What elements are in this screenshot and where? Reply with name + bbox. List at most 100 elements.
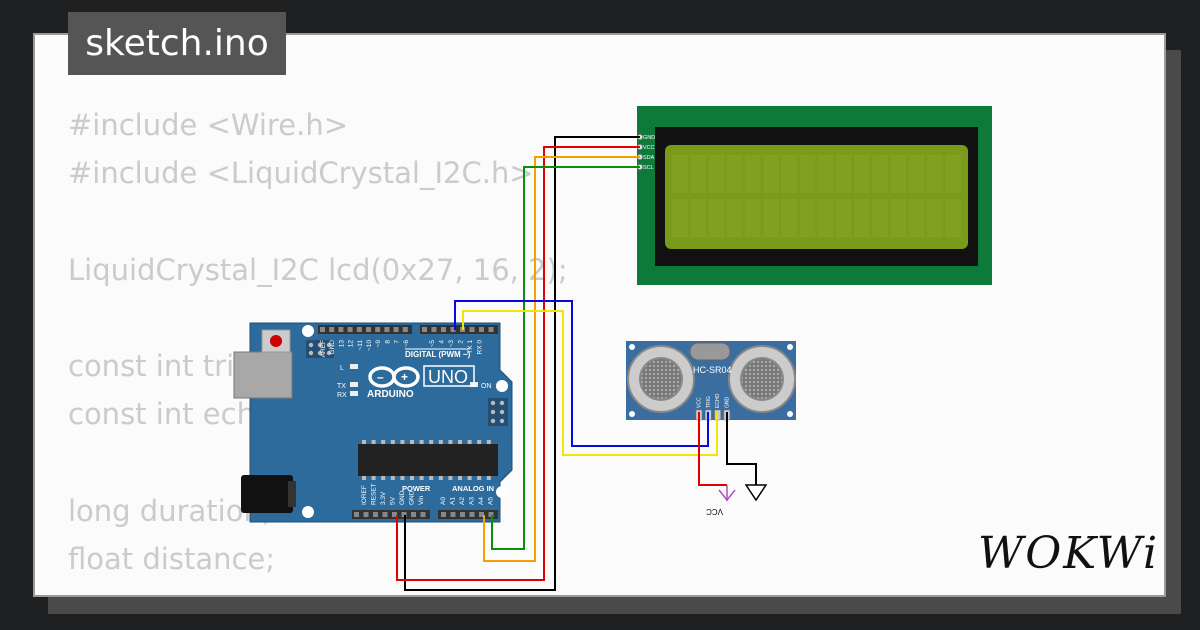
wire-vcc-lcd[interactable] [396, 146, 640, 581]
digital-pin[interactable] [488, 327, 494, 332]
digital-pin[interactable] [469, 327, 475, 332]
digital-pin[interactable] [329, 327, 335, 332]
power-pin[interactable] [382, 512, 388, 517]
digital-pin-label: RX 0 [477, 340, 484, 355]
lcd-char-cell [854, 199, 870, 237]
code-line: float distance; [68, 541, 276, 576]
digital-pin[interactable] [402, 327, 408, 332]
power-pin[interactable] [363, 512, 369, 517]
digital-pin-label: 13 [338, 340, 345, 348]
analog-pin[interactable] [441, 512, 446, 517]
digital-pin-label: 2 [458, 340, 465, 344]
digital-pin-label: TX 1 [467, 340, 474, 354]
mounting-hole [302, 325, 314, 337]
chip-pin [400, 476, 405, 480]
lcd-char-cell [945, 199, 961, 237]
led-l-label: L [340, 365, 344, 372]
digital-pin[interactable] [338, 327, 344, 332]
digital-pin[interactable] [366, 327, 371, 332]
arduino-uno-board[interactable]: DIGITAL (PWM ~) L TX RX ON – + UNO ARDUI… [233, 322, 513, 523]
digital-pin[interactable] [356, 327, 362, 332]
lcd-char-cell [854, 155, 870, 193]
crystal [689, 342, 731, 361]
digital-pin-label: 7 [394, 340, 401, 344]
digital-pin[interactable] [431, 327, 437, 332]
digital-pin[interactable] [320, 327, 325, 332]
lcd-char-cell [908, 155, 925, 193]
chip-pin [371, 476, 376, 480]
digital-pin[interactable] [479, 327, 484, 332]
chip-pin [390, 440, 395, 444]
lcd-char-cell [835, 155, 852, 193]
wire-vcc-sensor[interactable] [698, 412, 727, 486]
power-pin[interactable] [411, 512, 416, 517]
lcd-char-cell [708, 155, 725, 193]
uno-model-label: UNO [428, 367, 468, 387]
analog-pin[interactable] [479, 512, 484, 517]
chip-pin [467, 476, 472, 480]
led-rx-label: RX [337, 392, 347, 399]
file-tab[interactable]: sketch.ino [68, 12, 286, 75]
lcd-char-cell [890, 199, 907, 237]
chip-pin [362, 440, 366, 444]
digital-pin-label: ~11 [357, 340, 364, 351]
power-pin[interactable] [420, 512, 426, 517]
wire-scl-lcd[interactable] [491, 166, 640, 550]
digital-pin-label: ~5 [429, 340, 436, 348]
chip-pin [458, 476, 462, 480]
analog-pin[interactable] [469, 512, 475, 517]
analog-pin[interactable] [460, 512, 465, 517]
digital-pin[interactable] [375, 327, 381, 332]
digital-pin[interactable] [450, 327, 456, 332]
arduino-logo: – + [368, 366, 420, 388]
chip-pin [410, 440, 414, 444]
lcd-char-cell [708, 199, 725, 237]
sensor-pin-label: TRIG [706, 396, 712, 408]
chip-pin [486, 440, 491, 444]
analog-pin-label: A2 [459, 497, 466, 505]
power-pin[interactable] [401, 512, 407, 517]
power-pin[interactable] [373, 512, 378, 517]
chip-pin [477, 440, 482, 444]
power-pin-label: Vin [418, 495, 425, 505]
wire-sda-lcd[interactable] [483, 156, 640, 562]
chip-pin [448, 476, 453, 480]
mounting-hole [302, 506, 314, 518]
digital-pin-label: ~3 [448, 340, 455, 348]
power-pin-label: RESET [371, 483, 378, 505]
digital-header-right [420, 325, 498, 334]
sensor-pin-label: ECHO [715, 393, 721, 408]
wire-echo[interactable] [454, 300, 709, 447]
wire-gnd-lcd[interactable] [404, 136, 640, 591]
sensor-pin-label: GND [724, 397, 730, 409]
power-pin[interactable] [392, 512, 397, 517]
wire-trig[interactable] [462, 310, 718, 456]
vcc-label: VCC [706, 507, 723, 516]
digital-pin-label: ~10 [366, 340, 373, 351]
reset-button-cap[interactable] [270, 335, 282, 347]
power-pin[interactable] [354, 512, 359, 517]
chip-pin [419, 440, 424, 444]
digital-pin[interactable] [393, 327, 399, 332]
chip-pin [458, 440, 462, 444]
arduino-brand-label: ARDUINO [367, 389, 414, 400]
lcd-char-cell [835, 199, 852, 237]
lcd-char-cell [890, 155, 907, 193]
wire-gnd-sensor[interactable] [726, 412, 757, 485]
power-pin-label: 5V [390, 496, 397, 505]
digital-pin[interactable] [422, 327, 427, 332]
lcd-char-cell [690, 199, 707, 237]
digital-pin[interactable] [347, 327, 353, 332]
power-header [352, 510, 430, 519]
digital-pin-label: ~9 [375, 340, 382, 348]
analog-pin-label: A4 [478, 497, 485, 505]
analog-pin[interactable] [450, 512, 456, 517]
digital-pin-label: GND [329, 340, 336, 355]
digital-pin[interactable] [384, 327, 390, 332]
analog-pin[interactable] [488, 512, 494, 517]
digital-pin[interactable] [441, 327, 446, 332]
lcd-char-cell [672, 199, 688, 237]
atmega-chip [358, 440, 498, 480]
